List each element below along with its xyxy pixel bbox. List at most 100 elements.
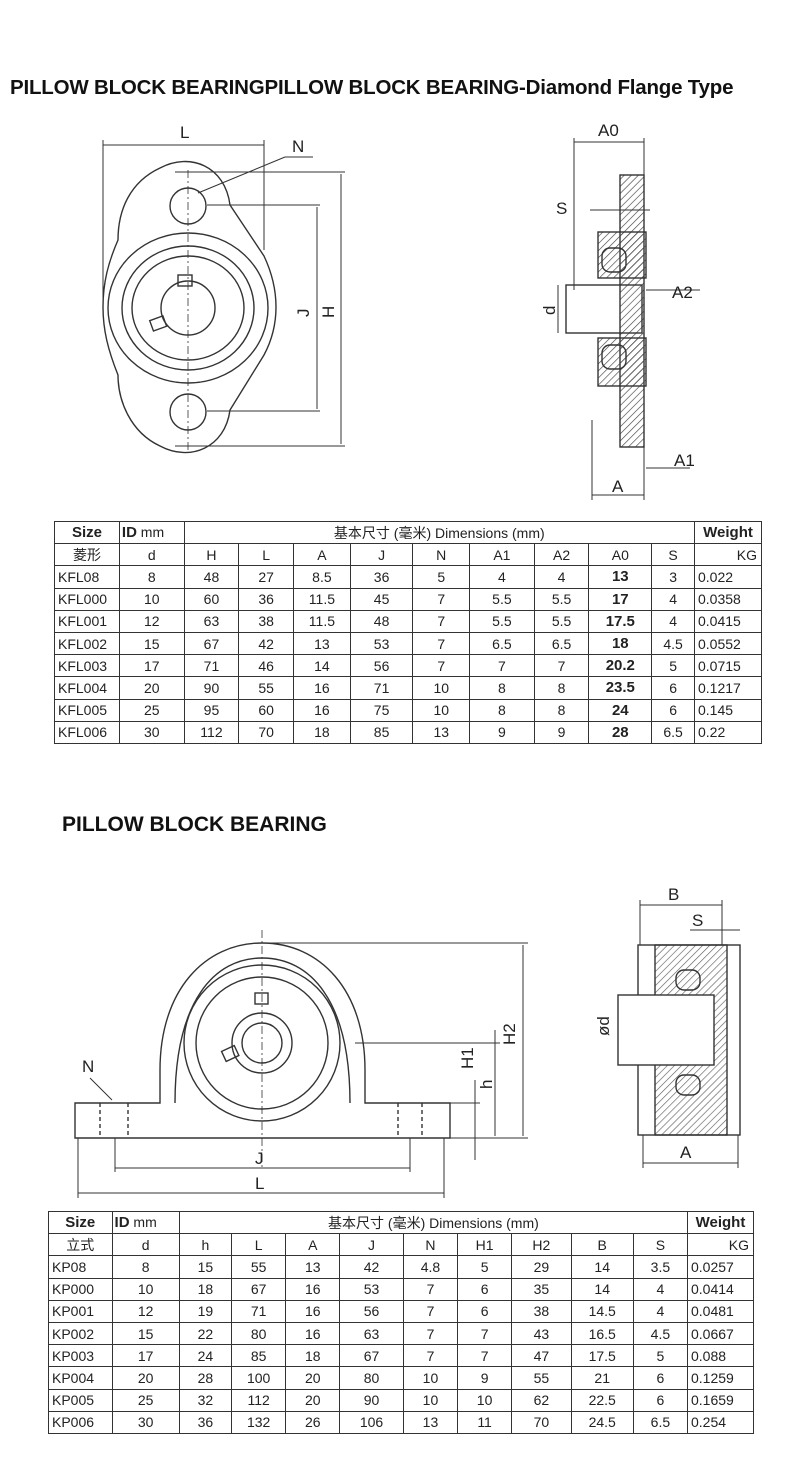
value-cell: 43: [511, 1321, 572, 1346]
label-d: d: [540, 306, 559, 315]
value-cell: 5: [651, 654, 695, 678]
value-cell: 7: [412, 587, 471, 611]
value-cell: 60: [238, 698, 295, 722]
value-cell: 55: [511, 1366, 572, 1390]
value-cell: 6.5: [469, 631, 535, 656]
value-cell: 12: [118, 609, 185, 633]
value-cell: 6.5: [651, 720, 695, 744]
value-cell: 6: [632, 1366, 688, 1390]
value-cell: 5.5: [533, 609, 590, 633]
header-id: ID mm: [111, 1210, 180, 1235]
value-cell: 10: [402, 1366, 459, 1390]
value-cell: 45: [349, 587, 414, 611]
value-cell: 112: [183, 720, 240, 744]
kp-dimension-table: Size ID mm 基本尺寸 (毫米) Dimensions (mm) Wei…: [48, 1210, 755, 1434]
value-cell: 0.088: [686, 1344, 755, 1368]
value-cell: 0.254: [686, 1410, 755, 1434]
model-cell: KFL001: [54, 609, 120, 633]
value-cell: 24: [178, 1344, 232, 1368]
value-cell: 13: [293, 631, 351, 656]
value-cell: 15: [111, 1321, 180, 1346]
subheader-cell: N: [402, 1233, 459, 1257]
value-cell: 70: [511, 1410, 572, 1434]
model-cell: KFL003: [54, 654, 120, 678]
model-cell: KFL08: [54, 565, 120, 589]
value-cell: 0.0552: [694, 631, 762, 656]
value-cell: 0.1659: [686, 1388, 755, 1412]
header-dimensions: 基本尺寸 (毫米) Dimensions (mm): [178, 1210, 688, 1235]
label-N: N: [82, 1057, 94, 1076]
header-dimensions: 基本尺寸 (毫米) Dimensions (mm): [183, 520, 696, 545]
value-cell: 0.022: [694, 565, 762, 589]
label-d: ød: [594, 1016, 613, 1036]
label-J: J: [255, 1149, 264, 1168]
value-cell: 18: [588, 631, 653, 656]
value-cell: 6: [457, 1277, 513, 1301]
subheader-cell: A2: [533, 543, 590, 567]
label-A: A: [680, 1143, 692, 1162]
diamond-flange-drawing: L N J H A0 S A2 d A1 A: [102, 121, 700, 500]
value-cell: 8: [469, 698, 535, 722]
value-cell: 28: [588, 720, 653, 744]
value-cell: 7: [457, 1344, 513, 1368]
value-cell: 4.5: [651, 631, 695, 656]
subheader-cell: h: [178, 1233, 232, 1257]
value-cell: 8: [533, 676, 590, 700]
label-H2: H2: [500, 1023, 519, 1045]
value-cell: 5.5: [469, 609, 535, 633]
header-weight: Weight: [694, 520, 762, 545]
subheader-cell: A: [285, 1233, 341, 1257]
value-cell: 60: [183, 587, 240, 611]
section1-title: PILLOW BLOCK BEARINGPILLOW BLOCK BEARING…: [10, 76, 734, 99]
value-cell: 7: [412, 609, 471, 633]
model-cell: KP002: [48, 1321, 113, 1346]
value-cell: 6.5: [632, 1410, 688, 1434]
value-cell: 48: [349, 609, 414, 633]
value-cell: 13: [402, 1410, 459, 1434]
value-cell: 0.1217: [694, 676, 762, 700]
value-cell: 8: [118, 565, 185, 589]
value-cell: 62: [511, 1388, 572, 1412]
value-cell: 5.5: [533, 587, 590, 611]
value-cell: 38: [238, 609, 295, 633]
value-cell: 32: [178, 1388, 232, 1412]
label-H1: H1: [458, 1047, 477, 1069]
subheader-cell: H2: [511, 1233, 572, 1257]
value-cell: 4.5: [632, 1321, 688, 1346]
label-L: L: [180, 123, 189, 142]
table-header-row: Size ID mm 基本尺寸 (毫米) Dimensions (mm) Wei…: [54, 520, 762, 545]
label-A: A: [612, 477, 624, 496]
value-cell: 75: [349, 698, 414, 722]
value-cell: 7: [412, 631, 471, 656]
value-cell: 5: [412, 565, 471, 589]
value-cell: 24.5: [570, 1410, 634, 1434]
value-cell: 3: [651, 565, 695, 589]
value-cell: 36: [178, 1410, 232, 1434]
value-cell: 14.5: [570, 1299, 634, 1323]
value-cell: 11: [457, 1410, 513, 1434]
value-cell: 7: [402, 1277, 459, 1301]
model-cell: KFL002: [54, 631, 120, 656]
value-cell: 11.5: [293, 587, 351, 611]
value-cell: 47: [511, 1344, 572, 1368]
value-cell: 80: [230, 1321, 287, 1346]
value-cell: 20: [285, 1366, 341, 1390]
value-cell: 9: [469, 720, 535, 744]
value-cell: 80: [339, 1366, 404, 1390]
value-cell: 10: [402, 1388, 459, 1412]
value-cell: 14: [570, 1255, 634, 1279]
header-id-label: ID: [114, 1214, 130, 1232]
value-cell: 132: [230, 1410, 287, 1434]
value-cell: 53: [339, 1277, 404, 1301]
value-cell: 11.5: [293, 609, 351, 633]
value-cell: 7: [457, 1321, 513, 1346]
model-cell: KP004: [48, 1366, 113, 1390]
value-cell: 3.5: [632, 1255, 688, 1279]
value-cell: 112: [230, 1388, 287, 1412]
model-cell: KP000: [48, 1277, 113, 1301]
